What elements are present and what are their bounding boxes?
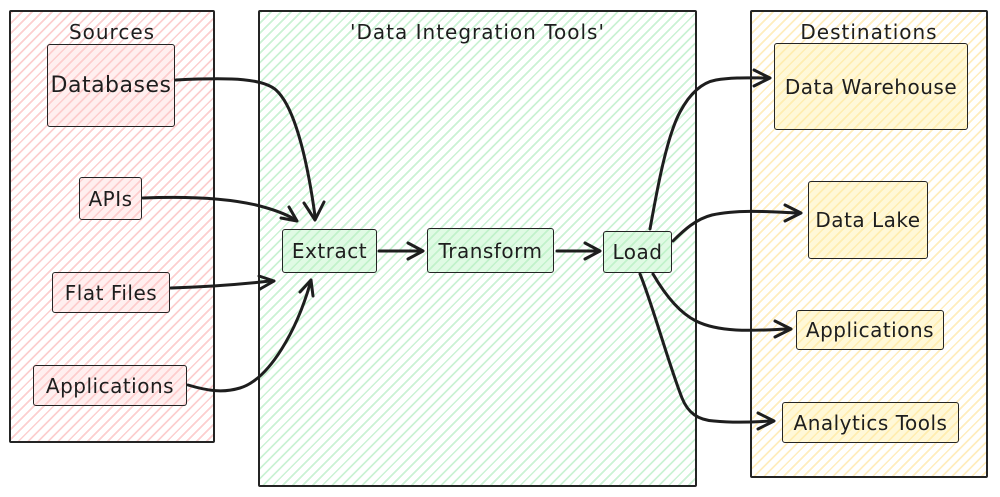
sources-panel-title: Sources: [68, 20, 156, 44]
integration-panel: 'Data Integration Tools': [258, 10, 697, 487]
node-applications-source: Applications: [33, 365, 187, 406]
node-data-warehouse: Data Warehouse: [774, 43, 968, 130]
destinations-panel-title: Destinations: [800, 20, 938, 44]
node-databases: Databases: [47, 44, 175, 127]
node-transform: Transform: [427, 228, 554, 273]
node-applications-destination: Applications: [796, 310, 944, 350]
destinations-panel: Destinations: [750, 10, 988, 478]
integration-panel-title: 'Data Integration Tools': [350, 20, 605, 44]
node-transform-label: Transform: [438, 238, 543, 263]
node-apis: APIs: [79, 177, 142, 220]
node-flat-files-label: Flat Files: [64, 280, 158, 305]
node-data-warehouse-label: Data Warehouse: [784, 74, 958, 99]
node-analytics-tools-label: Analytics Tools: [793, 410, 948, 435]
node-load: Load: [603, 231, 672, 273]
node-analytics-tools: Analytics Tools: [782, 402, 959, 443]
node-apis-label: APIs: [88, 186, 133, 211]
node-load-label: Load: [612, 240, 663, 264]
node-data-lake-label: Data Lake: [815, 208, 921, 232]
node-databases-label: Databases: [50, 73, 172, 98]
node-extract-label: Extract: [291, 239, 368, 263]
node-extract: Extract: [282, 229, 377, 273]
node-flat-files: Flat Files: [52, 272, 170, 313]
node-applications-source-label: Applications: [45, 373, 175, 398]
node-applications-destination-label: Applications: [805, 318, 935, 342]
node-data-lake: Data Lake: [808, 181, 928, 259]
